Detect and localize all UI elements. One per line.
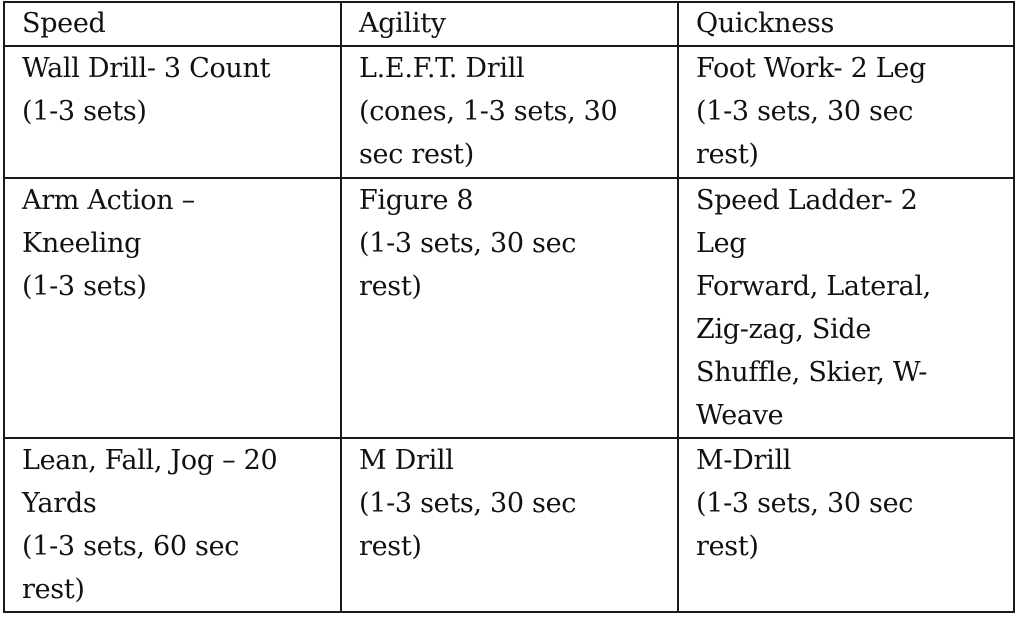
header-quickness: Quickness bbox=[677, 1, 1015, 47]
cell-quickness: M-Drill (1-3 sets, 30 sec rest) bbox=[677, 437, 1015, 613]
cell-speed: Arm Action – Kneeling (1-3 sets) bbox=[3, 177, 342, 439]
header-speed: Speed bbox=[3, 1, 342, 47]
table-row: Wall Drill- 3 Count (1-3 sets) L.E.F.T. … bbox=[3, 45, 1015, 179]
table-row: Arm Action – Kneeling (1-3 sets) Figure … bbox=[3, 177, 1015, 439]
table-row: Lean, Fall, Jog – 20 Yards (1-3 sets, 60… bbox=[3, 437, 1015, 613]
drill-table: Speed Agility Quickness Wall Drill- 3 Co… bbox=[3, 1, 1015, 613]
cell-speed: Lean, Fall, Jog – 20 Yards (1-3 sets, 60… bbox=[3, 437, 342, 613]
header-agility: Agility bbox=[340, 1, 679, 47]
cell-speed: Wall Drill- 3 Count (1-3 sets) bbox=[3, 45, 342, 179]
header-row: Speed Agility Quickness bbox=[3, 1, 1015, 47]
cell-agility: M Drill (1-3 sets, 30 sec rest) bbox=[340, 437, 679, 613]
cell-quickness: Speed Ladder- 2 Leg Forward, Lateral, Zi… bbox=[677, 177, 1015, 439]
cell-agility: Figure 8 (1-3 sets, 30 sec rest) bbox=[340, 177, 679, 439]
cell-quickness: Foot Work- 2 Leg (1-3 sets, 30 sec rest) bbox=[677, 45, 1015, 179]
cell-agility: L.E.F.T. Drill (cones, 1-3 sets, 30 sec … bbox=[340, 45, 679, 179]
